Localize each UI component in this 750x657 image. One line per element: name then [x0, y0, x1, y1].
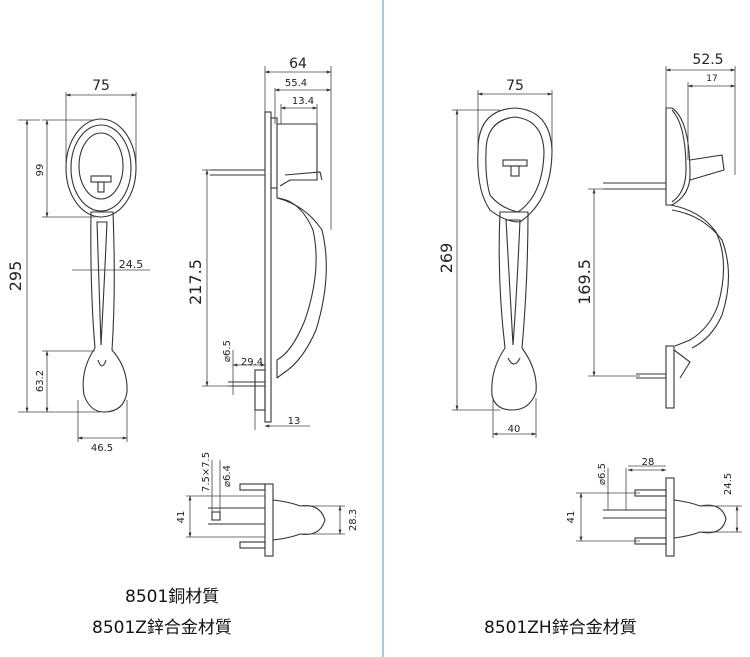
left-side-view — [210, 111, 327, 423]
dim-left-thumb-height: 63.2 — [35, 370, 46, 392]
dim-right-total-height: 269 — [437, 243, 456, 274]
caption-left-zinc: 8501Z鋅合金材質 — [92, 618, 232, 638]
dim-left-bottom-height: 41 — [176, 511, 187, 524]
dim-left-handle-width: 24.5 — [119, 258, 144, 271]
dim-right-front-width: 75 — [506, 78, 524, 94]
dim-left-bottom-width: 46.5 — [91, 443, 113, 454]
caption-left-brass: 8501銅材質 — [125, 587, 220, 607]
dim-left-spindle-len: 29.4 — [241, 357, 263, 368]
dim-left-bottom-depth: 28.3 — [348, 509, 359, 531]
dim-right-side-depth: 52.5 — [692, 52, 723, 68]
dim-left-side-depth-2: 55.4 — [285, 78, 307, 89]
dim-left-side-depth: 64 — [289, 56, 307, 72]
right-front-view — [477, 107, 553, 411]
dim-left-bottom-diameter: ⌀6.4 — [222, 465, 233, 487]
dim-right-spindle-spacing: 169.5 — [575, 259, 594, 305]
left-front-dimensions — [18, 92, 150, 442]
left-bottom-dimensions — [186, 460, 345, 538]
left-bottom-view — [208, 483, 326, 557]
right-side-view — [603, 107, 729, 409]
dim-right-bottom-diameter: ⌀6.5 — [597, 463, 608, 485]
caption-right-zinc: 8501ZH鋅合金材質 — [484, 618, 637, 638]
dim-left-bottom-square: 7.5×7.5 — [201, 452, 212, 492]
right-bottom-dimensions — [576, 465, 742, 542]
dim-right-bottom-width: 40 — [508, 424, 521, 435]
dim-right-side-depth-2: 17 — [706, 74, 717, 84]
dim-left-side-diameter: ⌀6.5 — [222, 340, 233, 362]
left-side-dimensions — [202, 66, 332, 430]
right-bottom-view — [603, 477, 727, 557]
dim-left-side-offset: 13.4 — [292, 96, 314, 107]
dim-left-plate: 13 — [288, 416, 301, 427]
right-front-dimensions — [452, 90, 553, 438]
dim-left-cylinder-height: 99 — [35, 164, 46, 177]
left-front-view — [65, 118, 137, 413]
right-side-dimensions — [588, 66, 736, 377]
dim-right-bottom-depth: 24.5 — [723, 473, 734, 495]
dim-left-total-height: 295 — [6, 261, 25, 292]
dim-right-bottom-height: 41 — [566, 511, 577, 524]
dim-left-spindle-spacing: 217.5 — [186, 259, 205, 305]
dim-right-bottom-spindle-len: 28 — [642, 457, 655, 468]
dim-left-front-width: 75 — [92, 78, 110, 94]
